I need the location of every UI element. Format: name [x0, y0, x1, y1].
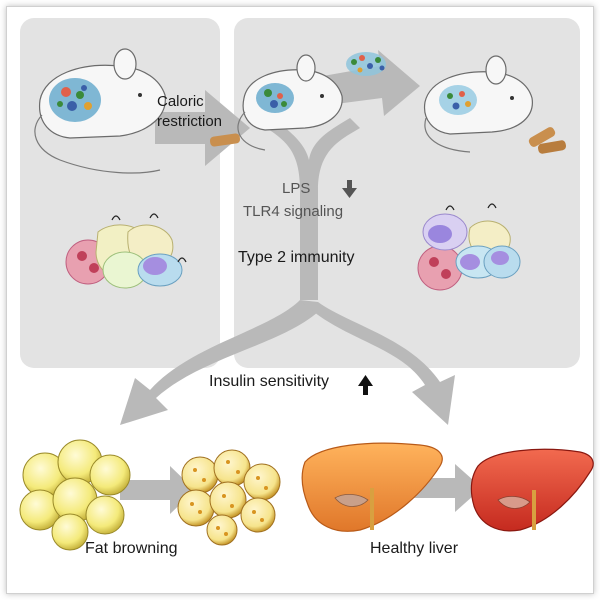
- flow-arrows: [120, 50, 482, 514]
- white-fat-icon: [19, 439, 131, 551]
- caloric-restriction-label: Caloric restriction: [157, 92, 222, 132]
- immune-cells-left-icon: [65, 213, 187, 289]
- mouse-cr-icon: [209, 54, 343, 151]
- tlr4-signaling-label: TLR4 signaling: [243, 203, 344, 220]
- increase-arrow-icon: [358, 375, 373, 395]
- fat-browning-label: Fat browning: [85, 540, 178, 557]
- mouse-obese-icon: [34, 48, 166, 174]
- healthy-liver-label: Healthy liver: [370, 540, 459, 557]
- immune-cells-right-icon: [417, 203, 521, 291]
- healthy-liver-icon: [470, 448, 594, 532]
- fatty-liver-icon: [301, 442, 443, 532]
- insulin-sensitivity-label: Insulin sensitivity: [209, 373, 330, 390]
- arrow-cr: [155, 90, 250, 166]
- arrow-liver: [405, 464, 482, 512]
- arrow-branch-right: [300, 300, 455, 425]
- caloric-line2: restriction: [157, 113, 223, 130]
- type2-immunity-label: Type 2 immunity: [238, 249, 355, 266]
- brown-fat-icon: [177, 449, 281, 546]
- arrow-trunk: [262, 116, 360, 300]
- arrow-branch-left: [120, 300, 318, 425]
- mouse-lean-icon: [423, 55, 567, 154]
- arrow-fat: [120, 466, 195, 514]
- microbiota-icon: [346, 52, 386, 76]
- lps-label: LPS: [282, 180, 311, 197]
- decrease-arrow-icon: [342, 180, 357, 198]
- caloric-line1: Caloric: [157, 93, 204, 110]
